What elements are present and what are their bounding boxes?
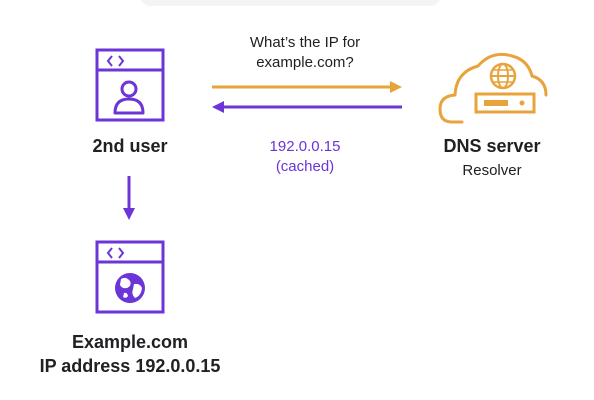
top-edge-shade	[140, 0, 440, 6]
globe-window-icon	[95, 240, 165, 314]
request-arrow	[212, 81, 402, 93]
website-label-line2: IP address 192.0.0.15	[39, 356, 221, 376]
down-arrow	[123, 176, 135, 220]
response-message-line2: (cached)	[275, 158, 335, 175]
response-arrow	[212, 101, 402, 113]
dns-cloud-server-icon	[438, 52, 548, 124]
response-message-line1: 192.0.0.15	[269, 138, 341, 155]
website-label-line1: Example.com	[71, 332, 189, 352]
request-message-line1: What’s the IP for	[249, 34, 361, 51]
user-window-icon	[95, 48, 165, 122]
dns-server-label: DNS server	[443, 136, 541, 156]
dns-server-sublabel: Resolver	[462, 162, 522, 179]
user-label: 2nd user	[92, 136, 168, 156]
website-label: Example.com IP address 192.0.0.15	[10, 330, 250, 378]
server-icon	[474, 92, 536, 114]
request-message: What’s the IP for example.com?	[200, 33, 410, 73]
request-message-line2: example.com?	[256, 54, 354, 71]
globe-icon	[489, 62, 517, 90]
response-message: 192.0.0.15 (cached)	[230, 137, 380, 177]
